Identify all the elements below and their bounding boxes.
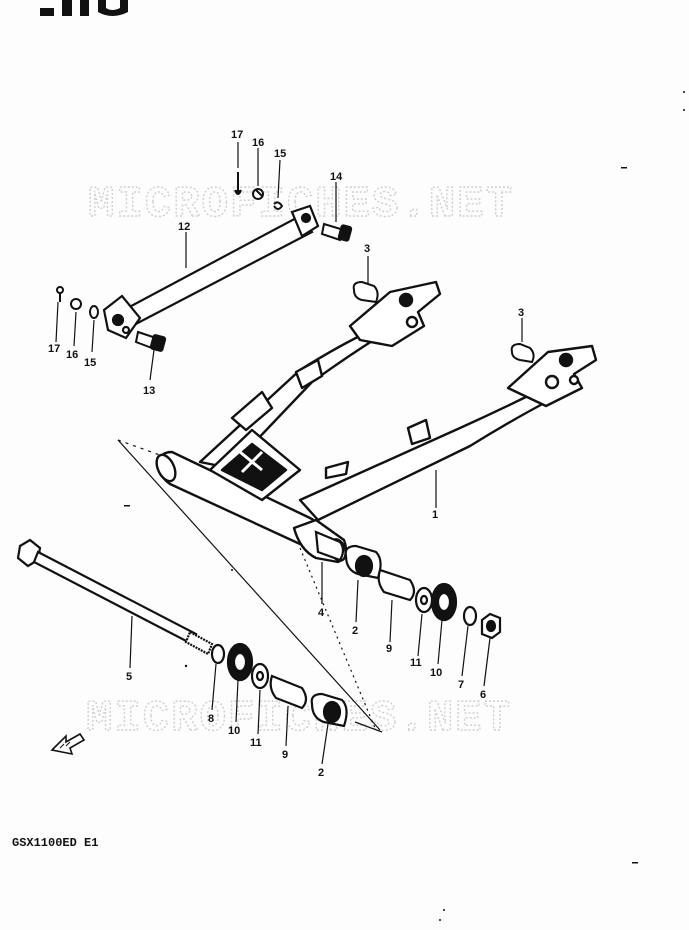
callout-2: 2: [318, 767, 324, 779]
callout-17: 17: [48, 343, 60, 355]
callout-1: 1: [432, 509, 438, 521]
pivot-hardware-right: [314, 530, 502, 640]
callout-8: 8: [208, 713, 214, 725]
callout-4: 4: [318, 607, 325, 619]
callout-11: 11: [410, 657, 422, 669]
callout-6: 6: [480, 689, 486, 701]
callout-9: 9: [282, 749, 288, 761]
callout-15: 15: [274, 148, 286, 160]
model-code-caption: GSX1100ED E1: [12, 836, 98, 850]
guide-lines: [117, 439, 383, 733]
hardware-top: [56, 172, 535, 364]
callout-5: 5: [126, 671, 132, 683]
pivot-shaft-assembly: [16, 538, 348, 728]
callout-labels: 17 16 15 14 12 3 3 17 16 15 13 1 4 2 9 1…: [48, 129, 524, 779]
callout-16: 16: [66, 349, 78, 361]
torque-rod: [102, 204, 320, 340]
swingarm-body: [155, 280, 598, 564]
callout-3: 3: [518, 307, 524, 319]
callout-16: 16: [252, 137, 264, 149]
callout-9: 9: [386, 643, 392, 655]
callout-13: 13: [143, 385, 155, 397]
callout-11: 11: [250, 737, 262, 749]
callout-7: 7: [458, 679, 464, 691]
scan-specks: [124, 91, 685, 921]
callout-15: 15: [84, 357, 96, 369]
header-fragment: [40, 0, 128, 16]
callout-17: 17: [231, 129, 243, 141]
callout-2: 2: [352, 625, 358, 637]
leader-lines: [55, 142, 523, 765]
front-direction-arrow-icon: [50, 732, 86, 756]
callout-10: 10: [430, 667, 442, 679]
callout-12: 12: [178, 221, 190, 233]
callout-10: 10: [228, 725, 240, 737]
callout-14: 14: [330, 171, 343, 183]
callout-3: 3: [364, 243, 370, 255]
